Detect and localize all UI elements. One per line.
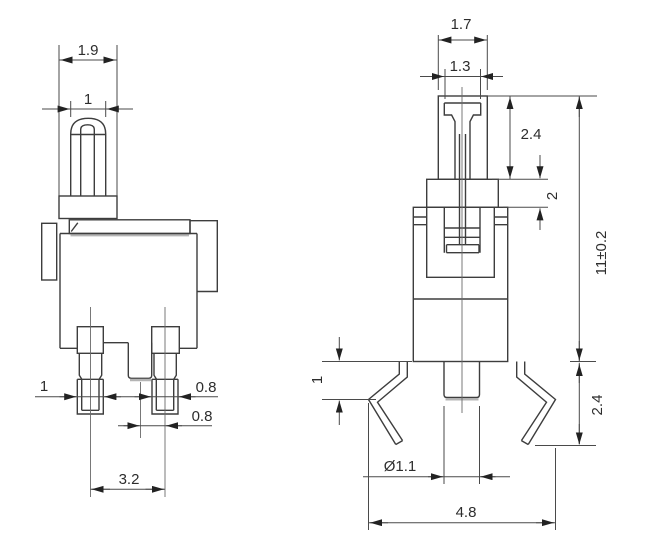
dim-label-stem-outer-width: 1.7 bbox=[451, 16, 472, 33]
front-stem bbox=[437, 95, 488, 181]
front-right-leg bbox=[516, 361, 557, 446]
dim-label-pin-pitch: 3.2 bbox=[119, 471, 140, 488]
dim-label-leg-height: 2.4 bbox=[589, 395, 606, 416]
side-view-outline bbox=[41, 117, 218, 497]
front-view-outline bbox=[367, 87, 557, 446]
dim-label-stem-slot-width: 1.3 bbox=[450, 58, 471, 75]
side-body bbox=[59, 232, 198, 349]
side-stem bbox=[70, 117, 107, 196]
dim-label-overall-height: 11±0.2 bbox=[593, 231, 610, 276]
front-view: 1.7 1.3 2.4 2 11±0.2 2.4 bbox=[309, 16, 610, 530]
side-view-dimensions: 1.9 1 1 0.8 0.8 3.2 bbox=[35, 42, 218, 493]
dim-label-boss-diameter: Ø1.1 bbox=[384, 458, 417, 475]
dim-label-stem-height: 2.4 bbox=[521, 126, 542, 143]
dim-label-flange-width: 1.9 bbox=[78, 42, 99, 59]
dim-label-leg-bend-drop: 1 bbox=[309, 376, 326, 384]
side-stem-slot bbox=[80, 124, 95, 196]
dim-label-leg-span: 4.8 bbox=[456, 504, 477, 521]
dim-label-right-pin-width: 0.8 bbox=[196, 379, 217, 396]
side-top-plate bbox=[68, 219, 191, 235]
side-flange bbox=[58, 195, 118, 220]
side-view: 1.9 1 1 0.8 0.8 3.2 bbox=[35, 42, 218, 497]
side-boss bbox=[127, 342, 153, 379]
dim-label-flange-height: 2 bbox=[544, 192, 561, 200]
side-centerlines bbox=[90, 307, 166, 497]
front-view-dimensions: 1.7 1.3 2.4 2 11±0.2 2.4 bbox=[309, 16, 610, 530]
dim-label-pin-offset: 0.8 bbox=[192, 408, 213, 425]
side-left-tab bbox=[41, 222, 58, 281]
front-stem-slot bbox=[443, 102, 482, 180]
front-body-inner-frame bbox=[426, 207, 495, 278]
side-right-tab bbox=[189, 220, 218, 293]
front-left-leg bbox=[367, 361, 408, 446]
dim-label-left-pin-width: 1 bbox=[40, 378, 48, 395]
front-flange bbox=[426, 178, 500, 209]
side-right-pin bbox=[150, 326, 180, 415]
dim-label-stem-width: 1 bbox=[84, 91, 92, 108]
front-body bbox=[412, 206, 509, 363]
